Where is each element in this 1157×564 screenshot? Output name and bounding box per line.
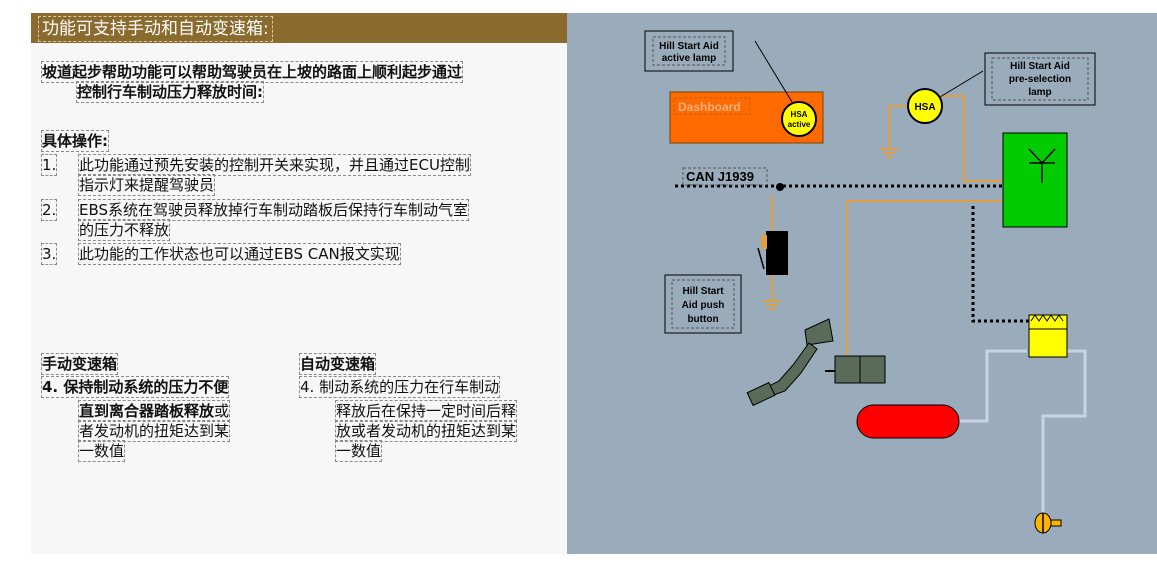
- can-junction: [776, 183, 784, 191]
- dashboard-label-frame: [673, 97, 751, 115]
- intro-line-2: 控制行车制动压力释放时间:: [76, 81, 264, 103]
- step-1-number: 1.: [41, 154, 58, 176]
- hsa-system-diagram: Dashboard HSA active Hill Start Aid acti…: [644, 30, 1096, 534]
- automatic-heading: 自动变速箱: [299, 353, 377, 375]
- step-2-number: 2.: [41, 199, 58, 221]
- manual-line-1: 4. 保持制动系统的压力不便: [41, 376, 230, 398]
- step-3-line-1: 此功能的工作状态也可以通过EBS CAN报文实现: [78, 243, 401, 265]
- brake-pedal-icon: [746, 318, 835, 407]
- hsa-active-lamp: [781, 101, 817, 137]
- can-label: CAN J1939: [686, 169, 754, 184]
- ecu-symbol-icon: [1028, 148, 1056, 183]
- active-lamp-callout-frame: [652, 36, 726, 66]
- active-lamp-leader: [754, 40, 793, 103]
- step-1-line-2: 指示灯来提醒驾驶员: [78, 174, 216, 196]
- wire-lamp-ground: [888, 105, 907, 126]
- air-tank: [856, 404, 960, 439]
- hsa-active-lamp-text-1: HSA: [791, 110, 808, 119]
- step-2-line-2: 的压力不释放: [78, 219, 171, 241]
- button-callout: [664, 274, 742, 334]
- valve-symbol-icon: [1029, 314, 1067, 330]
- button-callout-line-2: Aid push: [682, 300, 725, 311]
- pipe-tank-valve: [957, 349, 1027, 423]
- manual-heading: 手动变速箱: [41, 353, 119, 375]
- operations-heading: 具体操作:: [41, 130, 109, 152]
- title-bar: 功能可支持手动和自动变速箱:: [31, 13, 567, 43]
- step-3-number: 3.: [41, 243, 58, 265]
- connector-plug-icon: [1034, 512, 1062, 534]
- step-1-line-1: 此功能通过预先安装的控制开关来实现，并且通过ECU控制: [78, 154, 471, 176]
- hsa-preselect-lamp: [907, 88, 943, 124]
- page-title: 功能可支持手动和自动变速箱:: [38, 16, 273, 42]
- manual-line-4: 一数值: [78, 440, 126, 462]
- hsa-preselect-lamp-text: HSA: [914, 102, 935, 113]
- manual-line-2-bold: 直到离合器踏板释放: [79, 402, 215, 420]
- automatic-line-3: 放或者发动机的扭矩达到某: [335, 420, 518, 442]
- wire-ecu-pedal: [846, 200, 1005, 358]
- can-bus: [675, 184, 1029, 323]
- hsa-active-lamp-text-2: active: [788, 120, 811, 129]
- active-lamp-callout-line-1: Hill Start Aid: [659, 41, 719, 52]
- diagram-panel: Dashboard HSA active Hill Start Aid acti…: [567, 13, 1157, 554]
- active-lamp-callout: [644, 30, 734, 72]
- button-callout-line-1: Hill Start: [682, 286, 724, 297]
- automatic-line-2: 释放后在保持一定时间后释: [335, 400, 518, 422]
- automatic-line-4: 一数值: [335, 440, 383, 462]
- push-button-icon: [757, 231, 788, 275]
- ground-symbol-button: [763, 296, 781, 310]
- can-label-frame: [682, 167, 768, 186]
- preselect-callout-frame: [991, 57, 1089, 101]
- active-lamp-callout-line-2: active lamp: [662, 53, 716, 64]
- can-ecu-valve: [971, 206, 1029, 323]
- preselect-callout: [984, 52, 1096, 106]
- dashboard-label: Dashboard: [678, 100, 741, 114]
- air-pipes: [957, 349, 1087, 513]
- preselect-leader: [939, 70, 984, 98]
- preselect-callout-line-2: pre-selection: [1009, 74, 1071, 85]
- button-callout-frame: [671, 279, 735, 329]
- modulator-valve: [1028, 314, 1068, 358]
- pipe-valve-connector: [1041, 349, 1087, 513]
- intro-line-1: 坡道起步帮助功能可以帮助驾驶员在上坡的路面上顺利起步通过: [41, 61, 464, 83]
- preselect-callout-line-3: lamp: [1028, 87, 1051, 98]
- automatic-line-1: 4. 制动系统的压力在行车制动: [299, 376, 501, 398]
- manual-line-3: 者发动机的扭矩达到某: [78, 420, 231, 442]
- button-callout-line-3: button: [687, 314, 718, 325]
- ecu-box: [1002, 132, 1068, 228]
- preselect-callout-line-1: Hill Start Aid: [1010, 61, 1070, 72]
- text-panel: 功能可支持手动和自动变速箱: 坡道起步帮助功能可以帮助驾驶员在上坡的路面上顺利起…: [31, 13, 567, 554]
- manual-line-2: 直到离合器踏板释放或: [78, 400, 231, 422]
- manual-line-2-rest: 或: [214, 402, 230, 420]
- step-2-line-1: EBS系统在驾驶员释放掉行车制动踏板后保持行车制动气室: [78, 199, 470, 221]
- ground-symbol-lamp: [880, 126, 898, 158]
